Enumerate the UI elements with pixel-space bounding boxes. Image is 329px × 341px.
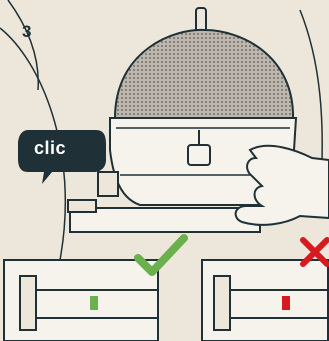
carrier-canopy-mesh	[115, 30, 293, 120]
isofix-base	[70, 208, 260, 232]
clic-label: clic	[34, 138, 66, 159]
step-number: 3	[22, 22, 31, 42]
seat-curve-top	[8, 0, 38, 90]
indicator-red	[282, 296, 290, 310]
checkmark-icon	[138, 238, 184, 272]
latch	[188, 145, 210, 165]
isofix-connector-left	[68, 200, 96, 212]
panel-wrong-connector	[214, 276, 230, 330]
panel-correct-connector	[20, 276, 36, 330]
indicator-green	[90, 296, 98, 310]
isofix-connector-right	[98, 172, 118, 196]
